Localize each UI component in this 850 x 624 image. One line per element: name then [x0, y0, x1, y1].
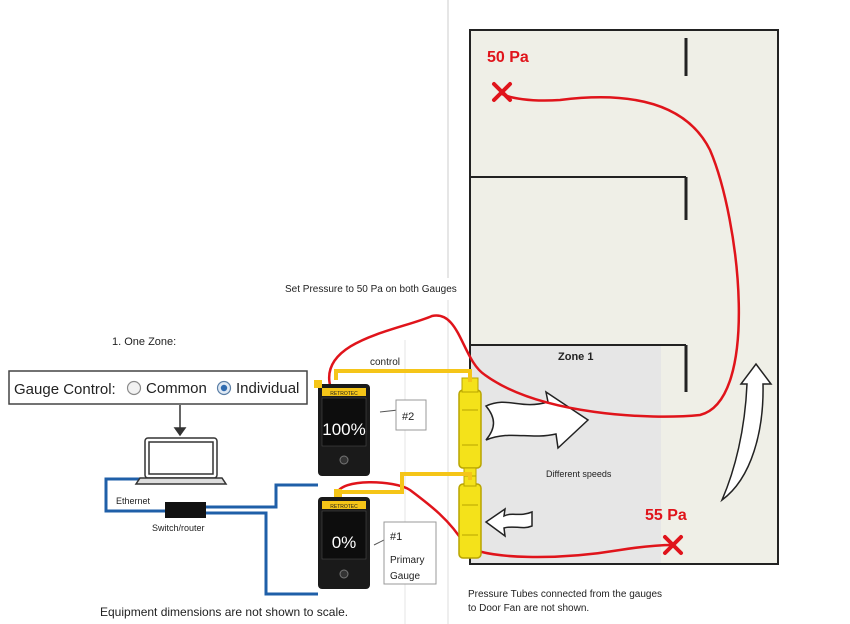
ethernet-label: Ethernet	[116, 496, 151, 506]
control-cable-bottom	[340, 472, 472, 494]
one-zone-label: 1. One Zone:	[112, 336, 176, 348]
radio-common[interactable]: Common	[126, 380, 207, 397]
ethernet-cables	[104, 477, 318, 596]
gauge-2-callout: #2	[379, 399, 427, 431]
switch-router-label: Switch/router	[152, 523, 205, 533]
control-cable-top	[334, 369, 472, 382]
scale-note: Equipment dimensions are not shown to sc…	[100, 605, 348, 619]
airflow-up-arrow-icon	[720, 362, 773, 503]
laptop-icon	[134, 437, 228, 485]
fan-top	[458, 389, 482, 469]
laptop-down-arrow-icon	[173, 405, 187, 437]
tubes-note-line-2: to Door Fan are not shown.	[468, 603, 589, 614]
radio-common-icon[interactable]	[126, 380, 142, 396]
pressure-bottom-label: 55 Pa	[645, 507, 687, 524]
tube-to-top-point	[327, 92, 740, 418]
gauge-1-callout-sub-2: Gauge	[390, 571, 420, 582]
gauge-1-callout: #1 Primary Gauge	[373, 521, 437, 585]
airflow-in-arrow-icon	[484, 507, 533, 538]
gauge-1-display: 0%	[332, 533, 357, 552]
fan-bottom	[458, 483, 482, 559]
set-pressure-note: Set Pressure to 50 Pa on both Gauges	[285, 284, 457, 295]
gauge-1-callout-label: #1	[390, 531, 402, 543]
gauge-2: RETROTEC 100%	[314, 380, 370, 476]
ethernet-switch-to-gauge-2	[206, 483, 318, 509]
zone-label: Zone 1	[558, 351, 593, 363]
control-cables	[334, 369, 472, 494]
fan-note: Different speeds	[546, 469, 612, 479]
radio-individual-dot	[220, 384, 228, 392]
gauge-2-brand: RETROTEC	[330, 391, 358, 397]
ethernet-laptop-to-switch	[104, 477, 165, 513]
gauge-1-brand: RETROTEC	[330, 504, 358, 510]
radio-individual-label[interactable]: Individual	[236, 380, 299, 397]
gauge-2-display: 100%	[322, 420, 365, 439]
switch-router-icon	[165, 502, 206, 518]
gauge-control-panel: Gauge Control: Common Individual	[8, 370, 308, 405]
building: Zone 1 50 Pa 55 Pa Different speeds	[469, 29, 779, 565]
gauge-2-callout-label: #2	[402, 411, 414, 423]
radio-common-label[interactable]: Common	[146, 380, 207, 397]
radio-individual[interactable]: Individual	[216, 380, 300, 397]
gauge-control-label: Gauge Control:	[14, 381, 116, 398]
tubes-note-line-1: Pressure Tubes connected from the gauges	[468, 589, 662, 600]
gauge-1-callout-sub-1: Primary	[390, 555, 424, 566]
measure-points	[492, 82, 683, 555]
pressure-top-label: 50 Pa	[487, 49, 529, 66]
ethernet-switch-to-gauge-1	[206, 511, 318, 596]
fan-units	[458, 377, 482, 559]
gauge-1: RETROTEC 0%	[318, 489, 370, 589]
control-label: control	[370, 357, 400, 368]
